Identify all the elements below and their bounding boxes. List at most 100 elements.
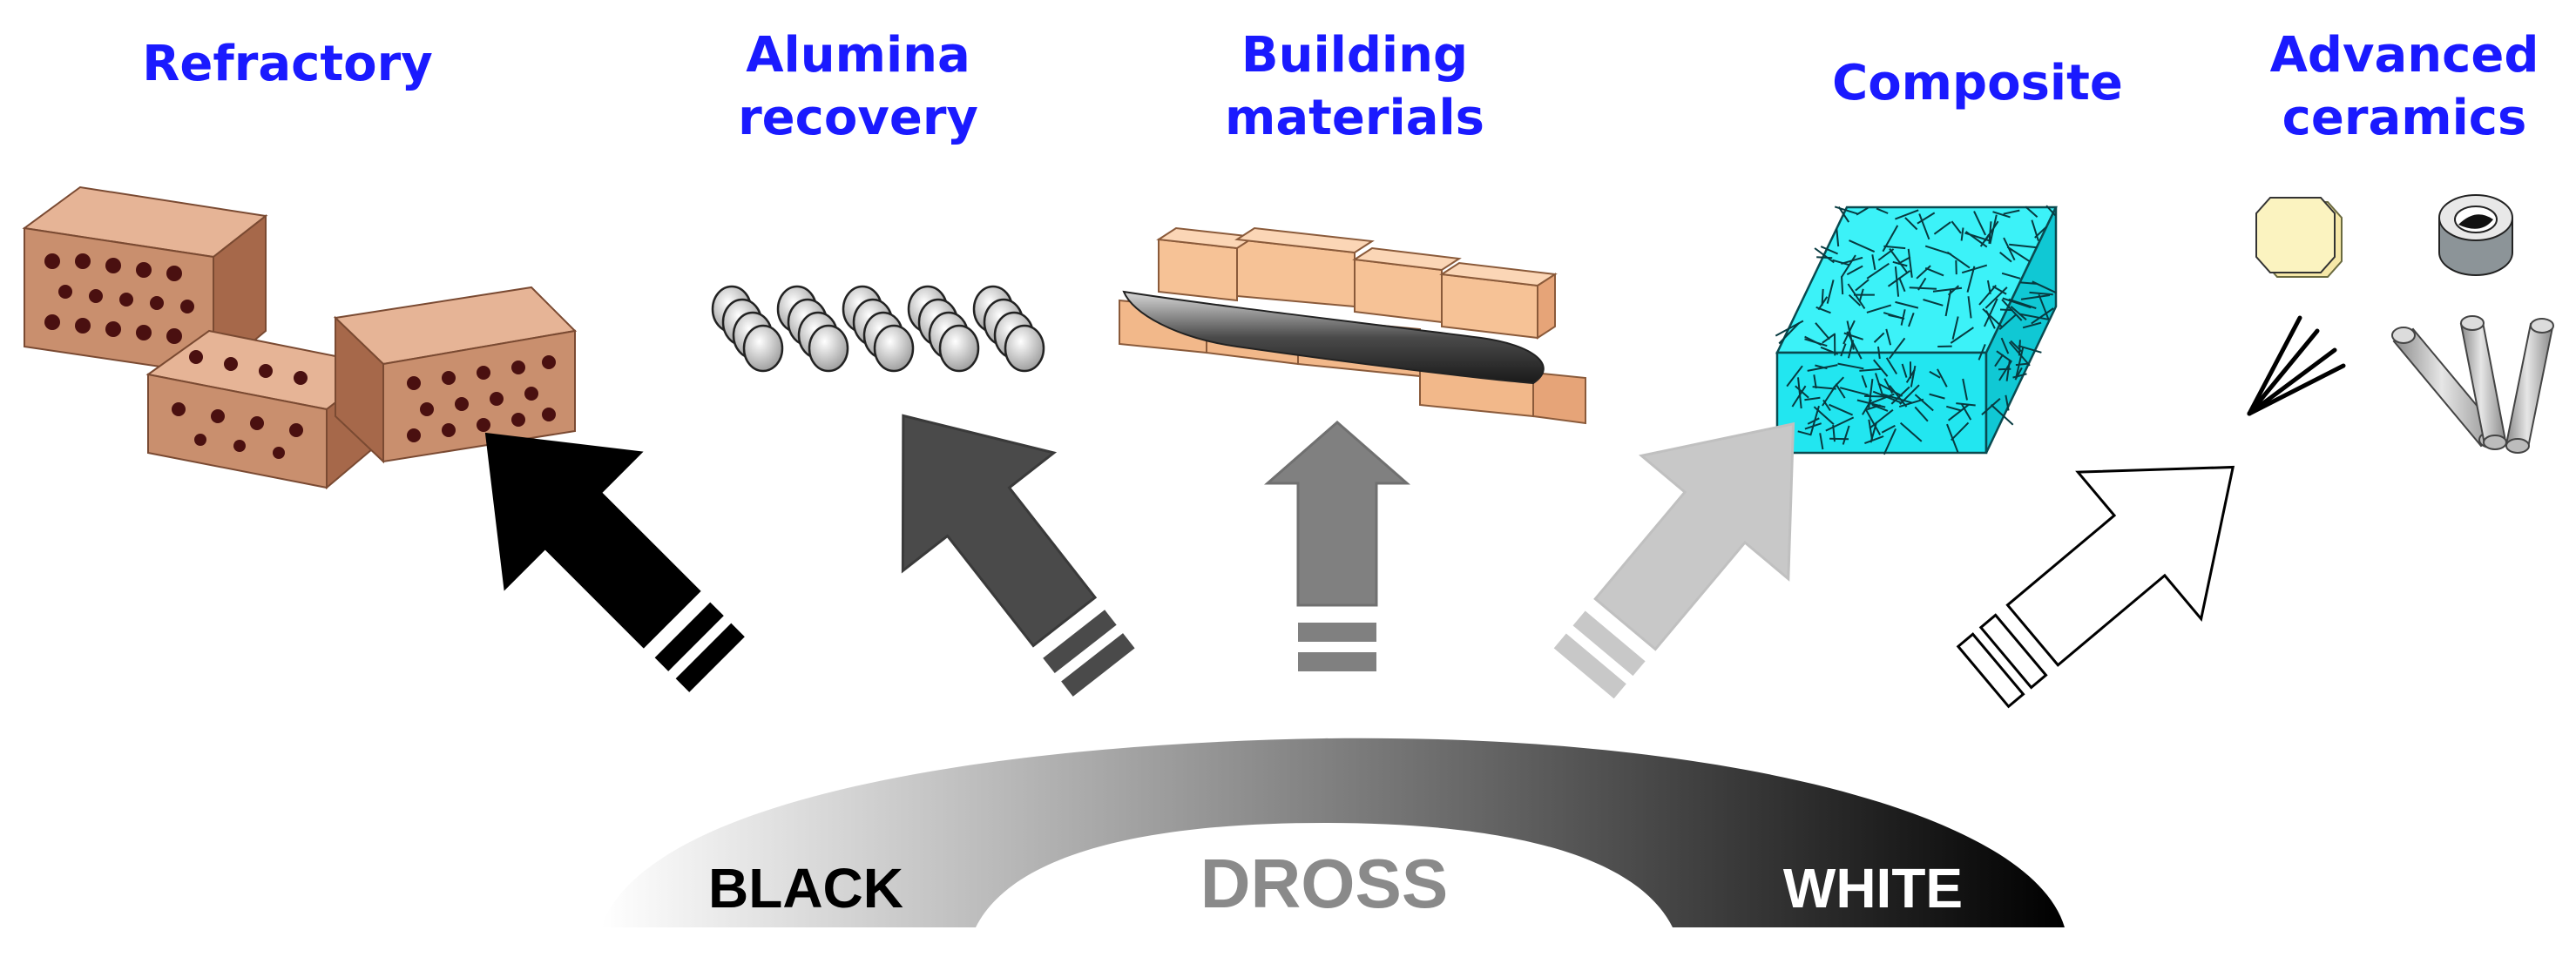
composite-fiber (1894, 266, 1900, 297)
composite-fiber (1883, 245, 1906, 250)
label-advanced-ceramics: Advanced ceramics (2269, 27, 2539, 146)
composite-fiber (1998, 361, 2012, 381)
arrows (484, 414, 2235, 709)
composite-fiber (1883, 378, 1894, 394)
composite-fiber (1991, 285, 2007, 295)
composite-fiber (1951, 316, 1959, 340)
composite-fiber (1873, 332, 1885, 343)
dross-gradient-arc: BLACK DROSS WHITE (601, 738, 2065, 927)
composite-fiber (2038, 293, 2050, 320)
composite-fiber (1809, 405, 1820, 436)
composite-fiber (1916, 265, 1931, 280)
composite-fiber (1795, 385, 1809, 399)
composite-fiber (2002, 297, 2032, 309)
composite-fiber (1992, 211, 2011, 219)
refractory-bricks-icon (22, 185, 578, 490)
composite-fiber (1885, 328, 1892, 346)
composite-fiber (1946, 423, 1959, 453)
arrow-alumina-recovery (901, 414, 1135, 697)
composite-fiber (1917, 212, 1936, 225)
composite-fiber (1967, 296, 1972, 319)
composite-fiber (2006, 246, 2031, 263)
composite-fiber (1871, 404, 1889, 412)
composite-fiber (1840, 343, 1847, 357)
composite-fiber (1848, 293, 1862, 307)
granule-stack-1 (711, 285, 784, 373)
arrow-refractory (484, 432, 745, 692)
composite-fiber (1924, 266, 1944, 277)
composite-fiber (2045, 205, 2057, 217)
composite-fiber (1834, 206, 1859, 215)
composite-fiber (1815, 306, 1831, 314)
composite-fiber (1999, 252, 2012, 263)
refractory-brick-3 (333, 286, 578, 464)
composite-fiber (1973, 211, 1987, 236)
composite-fiber (1804, 338, 1828, 347)
composite-fiber (1937, 368, 1948, 388)
composite-fiber (1923, 299, 1944, 307)
composite-fiber (1889, 385, 1908, 408)
composite-fiber (1944, 288, 1952, 317)
granule-stack-5 (972, 285, 1045, 373)
arrow-building-materials (1264, 421, 1410, 671)
composite-fiber (1813, 374, 1817, 389)
composite-fiber (1822, 334, 1836, 344)
ceramic-crucible (2438, 194, 2513, 276)
composite-fiber (1900, 309, 1906, 326)
composite-fiber (2012, 373, 2027, 379)
composite-fiber (1839, 387, 1869, 396)
composite-fiber (1898, 398, 1924, 408)
composite-fiber (1955, 259, 1957, 275)
composite-fiber (2008, 298, 2037, 310)
label-building-materials: Building materials (1224, 27, 1485, 146)
dross-right-label: WHITE (1783, 857, 1963, 920)
label-refractory: Refractory (142, 36, 433, 92)
fiber-composite-block-icon (1775, 205, 2058, 455)
composite-fiber (1914, 394, 1934, 412)
composite-fiber (2000, 337, 2010, 354)
composite-fiber (1841, 254, 1856, 278)
composite-fiber (1791, 385, 1807, 408)
composite-fiber (2022, 321, 2042, 329)
composite-fiber (2020, 281, 2037, 285)
composite-fiber (1778, 322, 1801, 345)
granule-stack-3 (842, 285, 915, 373)
composite-fiber (1882, 225, 1899, 253)
composite-fiber (2010, 306, 2027, 320)
composite-fiber (1924, 245, 1952, 256)
ceramic-rods (2391, 315, 2554, 454)
composite-fiber (1814, 247, 1835, 264)
composite-fiber (1951, 220, 1962, 234)
composite-fiber (2029, 291, 2053, 296)
composite-fiber (1990, 404, 2014, 426)
composite-fiber (2018, 340, 2021, 356)
composite-fiber (1978, 284, 1997, 306)
granule-stack-4 (907, 285, 980, 373)
composite-fiber (1981, 397, 2001, 415)
composite-fiber (1932, 286, 1963, 293)
composite-fiber (1946, 405, 1962, 412)
composite-fiber (1897, 256, 1911, 265)
composite-fiber (1984, 286, 2008, 309)
composite-fibers (1775, 205, 2057, 455)
composite-fiber (1866, 404, 1881, 411)
composite-fiber (1861, 374, 1868, 388)
composite-fiber (1933, 221, 1951, 235)
granule-stack-2 (776, 285, 849, 373)
composite-fiber (1820, 246, 1838, 255)
composite-fiber (1985, 310, 1996, 329)
composite-fiber (1812, 386, 1836, 390)
composite-fiber (1996, 350, 2012, 363)
composite-fiber (1979, 233, 1991, 247)
composite-fiber (1864, 408, 1882, 435)
composite-fiber (1905, 368, 1916, 383)
composite-fiber (1836, 228, 1840, 247)
arrow-composite (1553, 421, 1795, 699)
composite-fiber (1786, 365, 1803, 388)
composite-fiber (1871, 254, 1876, 270)
composite-fiber (1901, 363, 1908, 378)
composite-fiber (1869, 393, 1895, 405)
composite-fiber (2015, 347, 2025, 377)
composite-fiber (1914, 406, 1929, 422)
